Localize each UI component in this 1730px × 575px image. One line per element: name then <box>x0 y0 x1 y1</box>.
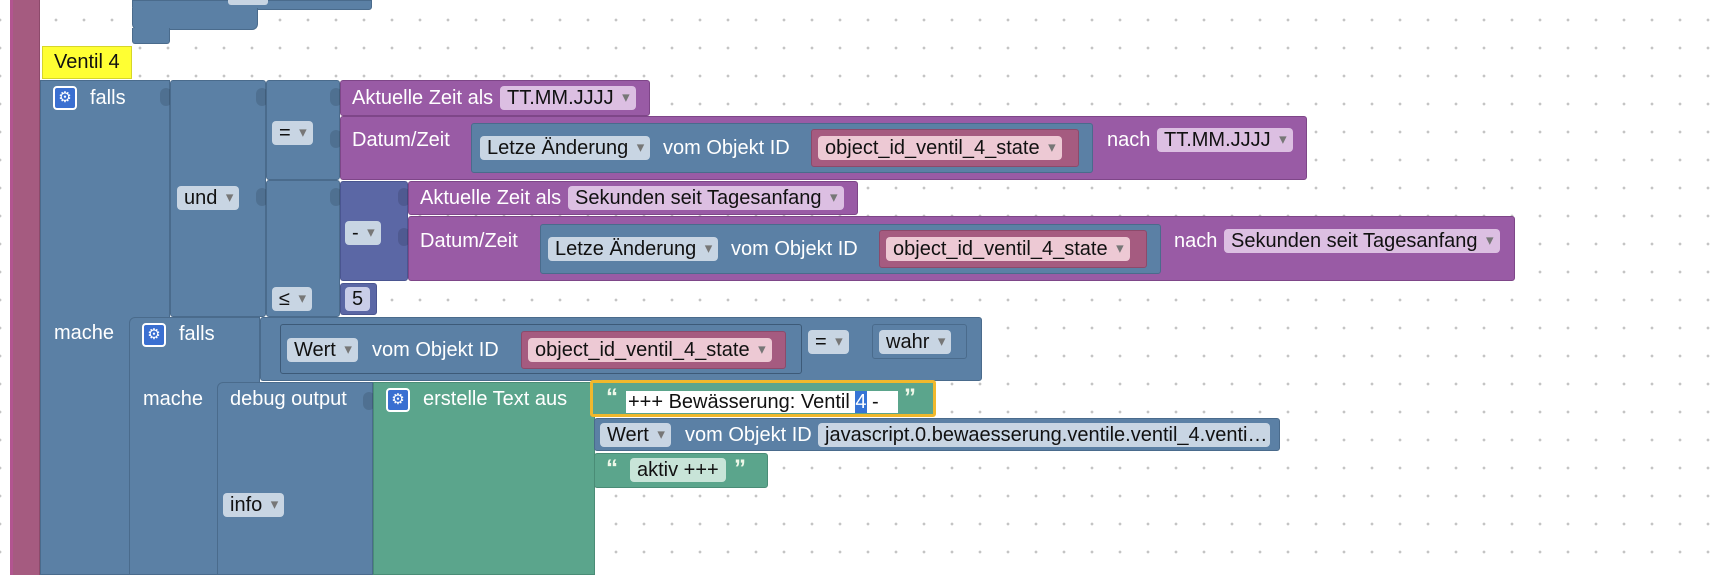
property-dropdown[interactable]: Letze Änderung <box>480 136 651 160</box>
if-label: falls <box>90 87 126 109</box>
compare-operator-dropdown[interactable]: ≤ <box>272 287 312 311</box>
parent-block-edge <box>13 0 40 575</box>
object-id-label: vom Objekt ID <box>663 137 790 159</box>
current-time-label: Aktuelle Zeit als <box>420 187 562 209</box>
text-before-selection: +++ Bewässerung: Ventil <box>628 391 856 413</box>
object-id-dropdown[interactable]: object_id_ventil_4_state <box>886 237 1130 261</box>
property-dropdown[interactable]: Letze Änderung <box>548 237 719 261</box>
quote-close-icon: ” <box>904 384 916 411</box>
number-field[interactable]: 5 <box>345 287 371 311</box>
current-time-label: Aktuelle Zeit als <box>352 87 494 109</box>
object-id-dropdown[interactable]: object_id_ventil_4_state <box>818 136 1062 160</box>
after-label: nach <box>1107 129 1151 151</box>
format-dropdown[interactable]: Sekunden seit Tagesanfang <box>1224 229 1500 253</box>
previous-block-input <box>228 0 268 5</box>
object-id-dropdown[interactable]: object_id_ventil_4_state <box>528 338 772 362</box>
quote-open-icon: “ <box>606 384 618 411</box>
after-label: nach <box>1174 230 1218 252</box>
object-id-label: vom Objekt ID <box>685 424 812 446</box>
input-notch <box>256 88 268 106</box>
input-notch <box>363 392 375 410</box>
previous-block-foot-2[interactable] <box>132 28 170 44</box>
text-join-label: erstelle Text aus <box>423 388 568 410</box>
object-id-label: vom Objekt ID <box>372 339 499 361</box>
text-field[interactable]: aktiv +++ <box>630 458 726 482</box>
property-dropdown[interactable]: Wert <box>287 338 358 362</box>
log-level-dropdown[interactable]: info <box>223 493 285 517</box>
text-selection: 4 <box>855 391 867 413</box>
boolean-dropdown[interactable]: wahr <box>879 330 952 354</box>
property-dropdown[interactable]: Wert <box>600 423 671 447</box>
gear-icon[interactable]: ⚙ <box>53 86 77 110</box>
comment-ventil-4[interactable]: Ventil 4 <box>42 46 132 79</box>
gear-icon[interactable]: ⚙ <box>142 323 166 347</box>
quote-close-icon: ” <box>734 455 746 482</box>
compare-operator-dropdown[interactable]: = <box>272 121 313 145</box>
datetime-label: Datum/Zeit <box>352 129 450 151</box>
do-label: mache <box>54 322 115 344</box>
debug-output-block[interactable] <box>217 382 373 575</box>
input-notch <box>330 88 342 106</box>
input-notch <box>398 228 410 246</box>
previous-block-foot[interactable] <box>132 8 258 30</box>
debug-label: debug output <box>230 388 347 410</box>
datetime-label: Datum/Zeit <box>420 230 518 252</box>
input-notch <box>256 188 268 206</box>
math-operator-dropdown[interactable]: - <box>345 221 381 245</box>
logic-operator-dropdown[interactable]: und <box>177 186 240 210</box>
object-id-field[interactable]: javascript.0.bewaesserung.ventile.ventil… <box>818 423 1270 447</box>
workspace-edge <box>10 0 13 575</box>
gear-icon[interactable]: ⚙ <box>386 388 410 412</box>
if-label: falls <box>179 323 215 345</box>
quote-open-icon: “ <box>606 455 618 482</box>
input-notch <box>160 88 172 106</box>
text-after-selection: - <box>866 391 879 413</box>
input-notch <box>330 188 342 206</box>
time-format-dropdown[interactable]: Sekunden seit Tagesanfang <box>568 186 844 210</box>
text-join-block[interactable] <box>373 382 595 575</box>
compare-operator-dropdown[interactable]: = <box>808 330 849 354</box>
text-input[interactable]: +++ Bewässerung: Ventil 4 - <box>626 391 898 413</box>
object-id-label: vom Objekt ID <box>731 238 858 260</box>
time-format-dropdown[interactable]: TT.MM.JJJJ <box>500 86 636 110</box>
do-label: mache <box>143 388 204 410</box>
input-notch <box>398 188 410 206</box>
input-notch <box>330 130 342 148</box>
format-dropdown[interactable]: TT.MM.JJJJ <box>1157 128 1293 152</box>
